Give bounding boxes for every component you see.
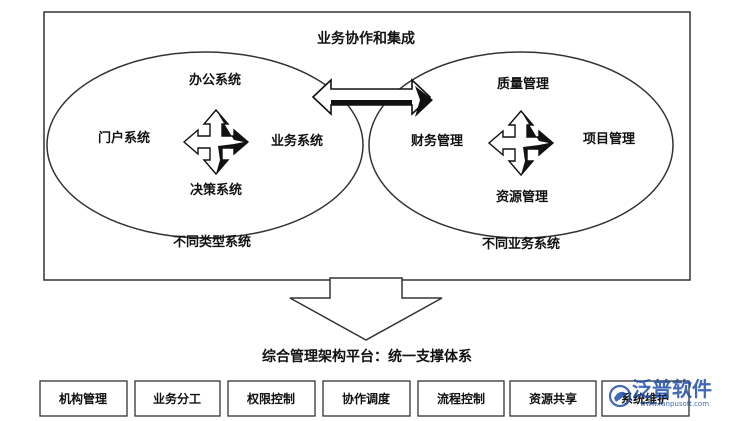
left-four-way-arrow-icon <box>182 108 250 176</box>
diagram-title: 业务协作和集成 <box>317 30 415 47</box>
module-box: 协作调度 <box>322 380 411 417</box>
right-right-label: 项目管理 <box>583 131 635 147</box>
right-four-way-arrow-icon <box>487 109 555 177</box>
module-box: 流程控制 <box>417 380 505 417</box>
module-box: 业务分工 <box>134 380 221 417</box>
right-group-ellipse <box>368 51 674 239</box>
module-label: 权限控制 <box>246 391 295 406</box>
platform-title: 综合管理架构平台：统一支撑体系 <box>262 348 472 365</box>
watermark-logo-icon <box>608 384 632 408</box>
left-right-label: 业务系统 <box>271 133 323 149</box>
module-label: 机构管理 <box>59 391 107 406</box>
module-label: 业务分工 <box>153 391 201 406</box>
module-label: 协作调度 <box>342 391 391 406</box>
module-box: 资源共享 <box>509 380 597 417</box>
module-box: 机构管理 <box>39 380 128 417</box>
watermark: 泛普软件 www.fanpusoft.com <box>608 377 712 408</box>
right-top-label: 质量管理 <box>497 76 549 92</box>
watermark-url: www.fanpusoft.com <box>640 400 709 408</box>
right-caption: 不同业务系统 <box>482 236 560 252</box>
module-label: 资源共享 <box>529 391 577 406</box>
module-label: 流程控制 <box>437 391 485 406</box>
left-top-label: 办公系统 <box>189 72 241 88</box>
left-caption: 不同类型系统 <box>173 234 251 250</box>
right-bottom-label: 资源管理 <box>496 189 548 205</box>
bidirectional-arrow-icon <box>311 78 433 117</box>
left-left-label: 门户系统 <box>98 130 150 146</box>
module-row: 机构管理 业务分工 权限控制 协作调度 流程控制 资源共享 系统维护 <box>39 380 690 417</box>
down-arrow-icon <box>289 277 443 341</box>
right-left-label: 财务管理 <box>411 133 463 149</box>
module-box: 权限控制 <box>227 380 316 417</box>
module-label: 系统维护 <box>621 391 669 406</box>
left-group-ellipse <box>46 51 364 239</box>
watermark-brand: 泛普软件 <box>632 377 712 401</box>
left-bottom-label: 决策系统 <box>190 182 242 198</box>
